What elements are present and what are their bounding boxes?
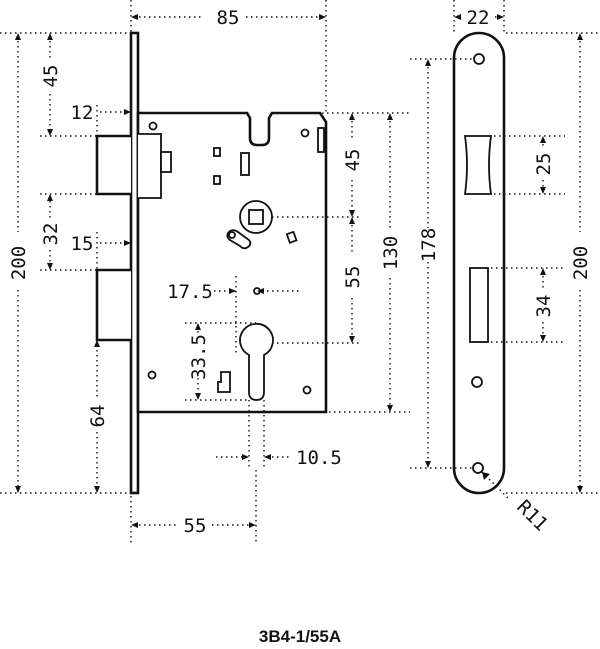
dim-total-height-right: 200	[570, 246, 592, 280]
dim-deadbolt-projection: 15	[71, 233, 94, 255]
slot-1	[213, 147, 221, 157]
slot-3	[240, 152, 250, 176]
follower-square	[248, 209, 264, 225]
dim-cylinder-width: 10.5	[296, 447, 342, 469]
latch-bolt	[95, 134, 131, 196]
dim-latch-to-deadbolt: 32	[40, 223, 62, 246]
dimension-arrows	[15, 14, 583, 528]
slot-2	[213, 175, 221, 185]
strike-plate	[452, 31, 506, 495]
dim-strike-bolt-opening: 34	[533, 295, 555, 318]
dim-hub-to-top: 45	[342, 149, 364, 172]
dim-hub-to-cylinder: 55	[342, 266, 364, 289]
dim-hole-spacing: 178	[418, 228, 440, 262]
strike-hole	[471, 376, 483, 388]
dim-total-height-left: 200	[8, 246, 30, 280]
dim-strike-radius: R11	[512, 496, 552, 536]
dim-strike-width: 22	[467, 7, 490, 29]
lever-pin	[228, 231, 236, 239]
dim-case-height: 130	[380, 236, 402, 270]
lock-case	[136, 111, 328, 414]
latch-spring	[160, 151, 172, 173]
screw-hole	[147, 370, 157, 380]
model-caption: 3B4-1/55A	[259, 627, 341, 646]
dim-hub-offset: 17.5	[167, 281, 213, 303]
screw-hole	[302, 385, 312, 395]
latch-opening	[463, 135, 493, 195]
dim-latch-projection: 12	[71, 102, 94, 124]
cylinder-cutout	[239, 322, 274, 401]
mortise-lock-body	[95, 31, 328, 495]
strike-outline	[452, 31, 506, 495]
latch-inner	[138, 133, 162, 199]
dim-cylinder-height: 33.5	[188, 334, 210, 380]
bolt-opening	[469, 267, 489, 343]
strike-hole	[473, 53, 485, 65]
dim-faceplate-width: 85	[217, 7, 240, 29]
strike-hole	[472, 462, 484, 474]
dimension-labels: 85 22 12 15 17.5 10.5 55 200 45 32 64 33…	[8, 7, 592, 537]
deadbolt	[95, 268, 131, 342]
dim-bolt-bottom: 64	[87, 405, 109, 428]
cam	[217, 371, 231, 393]
screw-hole	[148, 121, 158, 131]
case-tab	[317, 127, 325, 153]
screw-hole	[300, 128, 310, 138]
dim-strike-latch-opening: 25	[533, 153, 555, 176]
dim-latch-offset-top: 45	[40, 65, 62, 88]
stop-piece	[285, 230, 298, 244]
dim-backset: 55	[184, 515, 207, 537]
